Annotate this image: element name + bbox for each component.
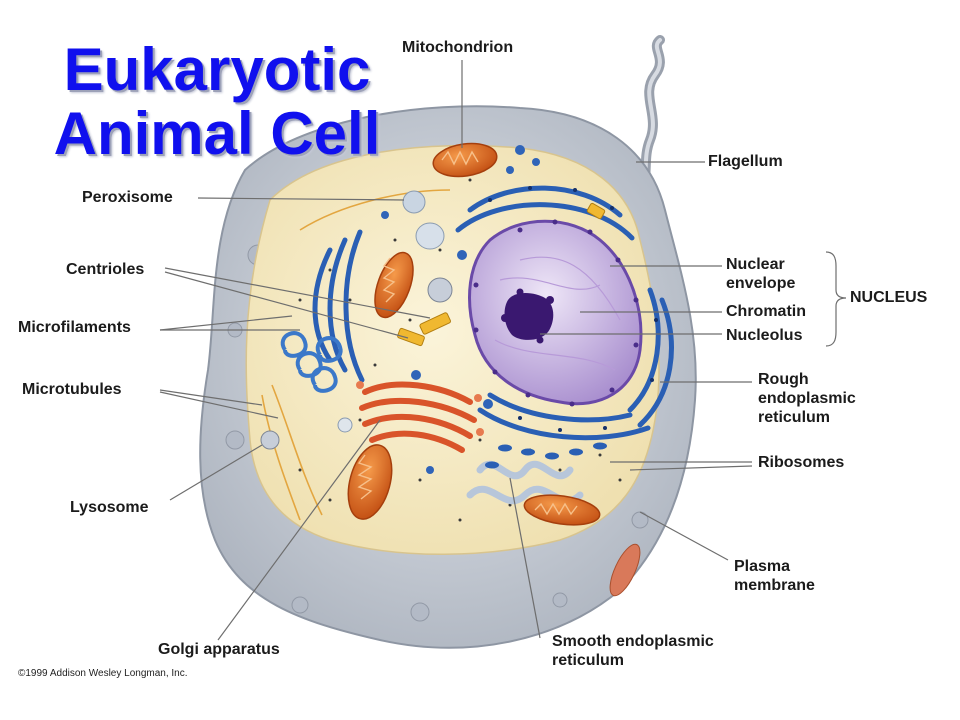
title-line-1: Eukaryotic	[63, 36, 371, 103]
rough-er-ribosomes	[488, 186, 658, 432]
label-rough-er: Rough endoplasmic reticulum	[758, 370, 856, 427]
label-rough-er-line-2: endoplasmic	[758, 390, 856, 407]
label-microtubules: Microtubules	[22, 381, 122, 398]
golgi-apparatus	[359, 381, 477, 453]
vesicles	[381, 145, 540, 474]
title-line-2: Animal Cell	[53, 100, 381, 167]
label-smooth-er-line-1: Smooth endoplasmic	[552, 633, 714, 650]
label-flagellum: Flagellum	[708, 153, 783, 170]
lysosome	[260, 430, 280, 450]
label-nuclear-envelope: Nuclear envelope	[726, 255, 795, 293]
label-chromatin: Chromatin	[726, 303, 806, 320]
label-microfilaments: Microfilaments	[18, 319, 131, 336]
centrioles	[397, 312, 451, 347]
label-nuclear-envelope-line-2: envelope	[726, 275, 796, 292]
er-vesicles	[485, 442, 607, 469]
label-nucleolus: Nucleolus	[726, 327, 803, 344]
microtubules-cluster	[280, 331, 343, 393]
label-smooth-er-line-2: reticulum	[552, 652, 625, 669]
label-rough-er-line-3: reticulum	[758, 409, 831, 426]
label-mitochondrion: Mitochondrion	[402, 39, 514, 56]
label-smooth-er: Smooth endoplasmic reticulum	[552, 632, 714, 670]
label-nuclear-envelope-line-1: Nuclear	[726, 256, 785, 273]
nucleus-bracket	[825, 251, 847, 347]
label-ribosomes: Ribosomes	[758, 454, 845, 471]
chromatin	[494, 256, 621, 371]
label-golgi-apparatus: Golgi apparatus	[158, 641, 280, 658]
label-plasma-membrane: Plasma membrane	[734, 557, 815, 595]
copyright-notice: ©1999 Addison Wesley Longman, Inc.	[18, 668, 188, 679]
nucleolus	[504, 293, 554, 340]
label-plasma-membrane-line-1: Plasma	[734, 558, 791, 575]
label-lysosome: Lysosome	[70, 499, 149, 516]
diagram-title: Eukaryotic Animal Cell	[52, 38, 382, 166]
leader-lines	[159, 60, 753, 641]
label-rough-er-line-1: Rough	[758, 371, 809, 388]
label-centrioles: Centrioles	[66, 261, 145, 278]
nuclear-pores	[473, 219, 639, 407]
label-plasma-membrane-line-2: membrane	[734, 577, 815, 594]
peroxisome	[402, 190, 426, 214]
label-nucleus-group: NUCLEUS	[850, 289, 928, 306]
cytoskeleton	[261, 189, 451, 521]
rough-er	[312, 185, 674, 441]
label-peroxisome: Peroxisome	[82, 189, 173, 206]
